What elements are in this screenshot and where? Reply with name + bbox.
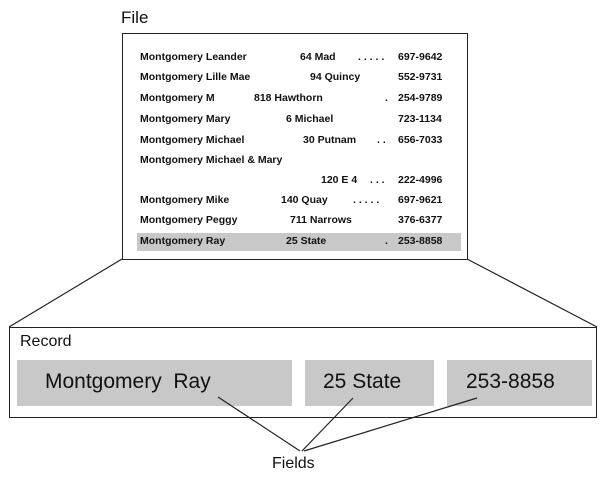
file-record-row: Montgomery Mike 140 Quay . . . . . 697-9…	[123, 192, 467, 210]
record-phone: 253-8858	[398, 235, 443, 247]
record-address: 64 Mad	[300, 51, 336, 63]
file-record-row: Montgomery Michael 30 Putnam . . 656-703…	[123, 132, 467, 150]
field-phone: 253-8858	[447, 360, 592, 406]
record-dots: .	[385, 235, 388, 247]
file-record-row: Montgomery Michael & Mary	[123, 152, 467, 170]
field-address: 25 State	[305, 360, 434, 406]
record-name: Montgomery Leander	[140, 51, 247, 63]
record-phone: 222-4996	[398, 174, 443, 186]
file-record-row: Montgomery Peggy 711 Narrows 376-6377	[123, 212, 467, 230]
file-record-row: Montgomery Leander 64 Mad . . . . . 697-…	[123, 49, 467, 67]
file-box: Montgomery Leander 64 Mad . . . . . 697-…	[122, 33, 468, 260]
file-record-row: Montgomery Lille Mae 94 Quincy 552-9731	[123, 69, 467, 87]
record-name: Montgomery Lille Mae	[140, 71, 251, 83]
record-phone: 697-9621	[398, 194, 443, 206]
field-address-text: 25 State	[323, 370, 402, 393]
record-phone: 656-7033	[398, 134, 443, 146]
file-record-row-highlighted: Montgomery Ray 25 State . 253-8858	[137, 233, 461, 251]
record-dots: . . . . .	[358, 51, 385, 63]
field-name: Montgomery Ray	[17, 360, 292, 406]
record-box	[9, 327, 597, 418]
record-phone: 376-6377	[398, 214, 443, 226]
record-dots: .	[385, 92, 388, 104]
record-name: Montgomery M	[140, 92, 215, 104]
file-record-row: Montgomery Mary 6 Michael 723-1134	[123, 111, 467, 129]
record-name: Montgomery Mary	[140, 113, 231, 125]
pointer-line-phone	[303, 397, 478, 452]
record-dots: . .	[377, 134, 386, 146]
zoom-line-left	[8, 258, 123, 328]
record-address: 94 Quincy	[310, 71, 361, 83]
record-address: 6 Michael	[286, 113, 334, 125]
record-name: Montgomery Peggy	[140, 214, 238, 226]
record-name: Montgomery Michael & Mary	[140, 154, 283, 166]
record-title: Record	[20, 333, 72, 350]
zoom-line-right	[466, 258, 598, 328]
pointer-line-address	[301, 397, 354, 452]
record-address: 30 Putnam	[303, 134, 357, 146]
field-name-text: Montgomery Ray	[45, 370, 211, 393]
record-name: Montgomery Michael	[140, 134, 245, 146]
record-address: 140 Quay	[281, 194, 328, 206]
record-address: 711 Narrows	[290, 214, 352, 226]
record-phone: 552-9731	[398, 71, 443, 83]
record-phone: 723-1134	[398, 113, 442, 125]
record-phone: 254-9789	[398, 92, 443, 104]
record-address: 818 Hawthorn	[254, 92, 323, 104]
record-address: 25 State	[286, 235, 327, 247]
file-record-row: 120 E 4 . . . 222-4996	[123, 172, 467, 190]
file-record-row: Montgomery M 818 Hawthorn . 254-9789	[123, 90, 467, 108]
fields-label: Fields	[272, 455, 315, 472]
field-phone-text: 253-8858	[466, 370, 555, 393]
record-dots: . . .	[370, 174, 385, 186]
record-name: Montgomery Ray	[140, 235, 226, 247]
record-phone: 697-9642	[398, 51, 443, 63]
record-address: 120 E 4	[321, 174, 358, 186]
record-name: Montgomery Mike	[140, 194, 230, 206]
record-dots: . . . . .	[353, 194, 380, 206]
file-title: File	[121, 8, 149, 27]
pointer-line-name	[217, 396, 301, 452]
